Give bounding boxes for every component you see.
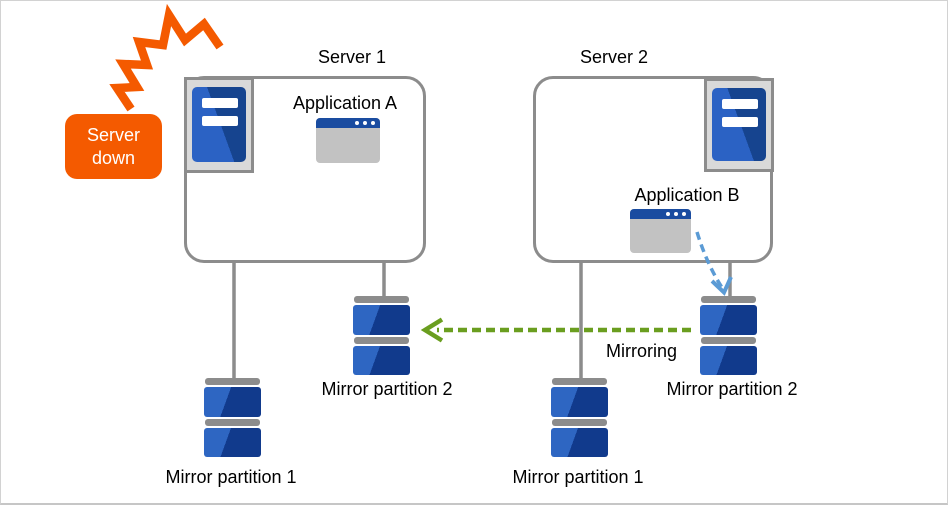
server1-mirror-partition1-disk-icon <box>204 378 261 458</box>
server-tower-icon <box>192 87 246 162</box>
server-down-line1: Server <box>86 125 140 145</box>
server1-icon <box>184 77 254 173</box>
window-dots <box>666 212 686 216</box>
mirroring-label: Mirroring <box>606 341 678 361</box>
window-dots <box>355 121 375 125</box>
server1-title: Server 1 <box>317 47 387 67</box>
server1-mirror-partition1-label: Mirror partition 1 <box>165 467 297 487</box>
server2-mirror-partition1-label: Mirror partition 1 <box>512 467 644 487</box>
server2-mirror-partition2-disk-icon <box>700 296 757 376</box>
server-tower-icon <box>712 88 766 161</box>
window-titlebar <box>630 209 691 219</box>
server1-mirror-partition2-disk-icon <box>353 296 410 376</box>
application-a-window-icon <box>316 118 380 163</box>
server2-mirror-partition1-disk-icon <box>551 378 608 458</box>
server2-title: Server 2 <box>579 47 649 67</box>
window-titlebar <box>316 118 380 128</box>
application-a-label: Application A <box>292 93 398 113</box>
server1-mirror-partition2-label: Mirror partition 2 <box>321 379 453 399</box>
server2-icon <box>704 78 774 172</box>
application-b-label: Application B <box>634 185 740 205</box>
server-down-badge: Server down <box>65 114 162 179</box>
server2-mirror-partition2-label: Mirror partition 2 <box>666 379 798 399</box>
mirroring-arrow <box>420 317 691 343</box>
server-down-line2: down <box>91 147 136 168</box>
application-b-window-icon <box>630 209 691 253</box>
